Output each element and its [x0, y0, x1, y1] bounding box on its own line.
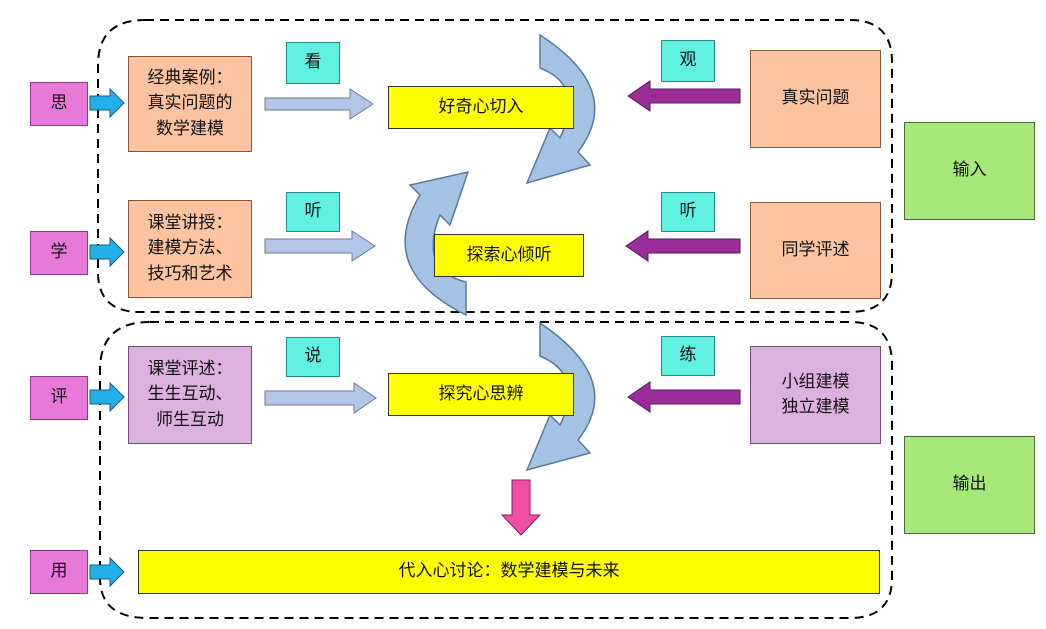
- center-box-curiosity: 好奇心切入: [388, 86, 574, 129]
- side-arrow-3: [89, 381, 125, 413]
- arrow-right-to-center-1: [627, 80, 741, 112]
- left-box-case: 经典案例： 真实问题的 数学建模: [128, 56, 252, 152]
- side-label-xue: 学: [30, 231, 88, 275]
- right-box-text: 真实问题: [781, 88, 850, 109]
- left-box-lecture: 课堂讲授： 建模方法、 技巧和艺术: [128, 200, 252, 298]
- mid-label-text: 看: [304, 52, 322, 73]
- mid-label-ting: 听: [286, 192, 340, 232]
- left-box-review: 课堂评述： 生生互动、 师生互动: [128, 346, 252, 444]
- input-box: 输入: [904, 122, 1035, 220]
- right-label-text: 听: [679, 201, 697, 222]
- right-box-real-problem: 真实问题: [750, 50, 881, 148]
- input-group-outline: [97, 19, 893, 313]
- bottom-box-text: 代入心讨论：数学建模与未来: [398, 561, 620, 582]
- io-box-text: 输出: [952, 474, 987, 495]
- right-box-text: 同学评述: [781, 239, 850, 260]
- arrow-right-to-center-2: [625, 230, 741, 262]
- arrow-right-to-center-3: [627, 381, 741, 413]
- mid-label-kan: 看: [286, 42, 340, 84]
- center-box-text: 探究心思辨: [438, 383, 524, 404]
- left-box-text: 经典案例： 真实问题的 数学建模: [147, 67, 233, 139]
- side-arrow-4: [89, 556, 125, 588]
- right-label-ting: 听: [661, 192, 715, 232]
- right-box-modeling: 小组建模 独立建模: [750, 346, 881, 444]
- right-label-lian: 练: [661, 336, 715, 376]
- right-label-text: 练: [679, 345, 697, 366]
- bottom-box-future: 代入心讨论：数学建模与未来: [138, 550, 880, 594]
- side-label-text: 思: [50, 93, 68, 114]
- mid-label-text: 说: [304, 346, 322, 367]
- side-arrow-2: [89, 236, 125, 268]
- left-box-text: 课堂评述： 生生互动、 师生互动: [147, 358, 233, 430]
- side-label-si: 思: [30, 82, 88, 126]
- mid-label-text: 听: [304, 201, 322, 222]
- side-label-text: 学: [50, 242, 68, 263]
- right-box-peer-review: 同学评述: [750, 202, 881, 299]
- side-label-ping: 评: [30, 376, 88, 420]
- side-label-text: 用: [50, 561, 68, 582]
- curved-arrow-3: [525, 321, 596, 472]
- down-arrow: [500, 479, 542, 536]
- mid-label-shuo: 说: [286, 337, 340, 377]
- io-box-text: 输入: [952, 160, 987, 181]
- center-box-explore: 探索心倾听: [434, 234, 584, 277]
- side-label-yong: 用: [30, 550, 88, 594]
- arrow-left-to-center-2: [264, 230, 376, 262]
- right-label-guan: 观: [661, 40, 715, 82]
- side-label-text: 评: [50, 387, 68, 408]
- center-box-text: 探索心倾听: [466, 244, 552, 265]
- right-label-text: 观: [679, 50, 697, 71]
- side-arrow-1: [89, 87, 125, 119]
- center-box-inquiry: 探究心思辨: [388, 373, 574, 416]
- left-box-text: 课堂讲授： 建模方法、 技巧和艺术: [147, 212, 233, 284]
- output-box: 输出: [904, 436, 1035, 534]
- curved-arrow-1: [525, 33, 596, 185]
- output-group-outline: [99, 321, 893, 619]
- arrow-left-to-center-3: [264, 382, 377, 414]
- center-box-text: 好奇心切入: [438, 96, 524, 117]
- right-box-text: 小组建模 独立建模: [781, 371, 850, 418]
- arrow-left-to-center-1: [264, 88, 374, 120]
